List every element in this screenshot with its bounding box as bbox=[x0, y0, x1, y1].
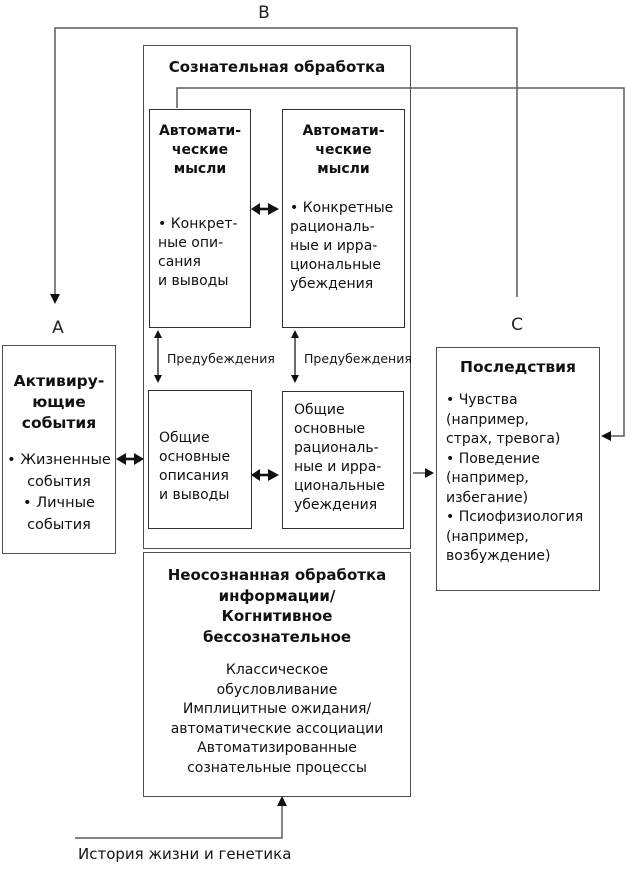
consequences-title: Последствия bbox=[460, 358, 576, 376]
consequences-items: • Чувства (например, страх, тревога) • П… bbox=[446, 392, 584, 564]
history-to-unconscious-line bbox=[75, 805, 283, 839]
arrow-down-to-a-icon bbox=[50, 294, 60, 304]
automatic-thoughts-right-box: Автомати- ческие мысли • Конкретные раци… bbox=[282, 109, 405, 328]
unconscious-processing-box: Неосознанная обработка информации/ Когни… bbox=[143, 552, 411, 797]
label-a: А bbox=[52, 318, 64, 338]
automatic-thoughts-right-title: Автомати- ческие мысли bbox=[302, 123, 385, 177]
activating-events-title: Активиру- ющие события bbox=[13, 372, 105, 432]
prejudice-label-right: Предубеждения bbox=[304, 351, 412, 366]
general-beliefs-box: Общие основные рациональ- ные и ирра- ци… bbox=[282, 391, 404, 529]
activating-events-box: Активиру- ющие события • Жизненные событ… bbox=[2, 345, 116, 554]
arrow-left-into-consequences-icon bbox=[601, 431, 611, 441]
activating-events-items: • Жизненные события • Личные события bbox=[7, 452, 111, 533]
arrow-right-into-consequences-icon bbox=[425, 468, 434, 478]
automatic-thoughts-left-title: Автомати- ческие мысли bbox=[158, 123, 242, 177]
prejudice-label-left: Предубеждения bbox=[167, 351, 275, 366]
conscious-processing-title: Сознательная обработка bbox=[168, 58, 386, 76]
general-descriptions-text: Общие основные описания и выводы bbox=[159, 430, 231, 503]
label-b: В bbox=[258, 3, 270, 23]
automatic-thoughts-right-items: • Конкретные рациональ- ные и ирра- цион… bbox=[290, 200, 394, 292]
general-beliefs-text: Общие основные рациональ- ные и ирра- ци… bbox=[294, 402, 385, 513]
unconscious-processing-title: Неосознанная обработка информации/ Когни… bbox=[167, 566, 387, 646]
unconscious-processing-items: Классическое обусловливание Имплицитные … bbox=[170, 662, 384, 776]
label-c: С bbox=[511, 315, 523, 335]
arrow-up-into-unconscious-icon bbox=[277, 796, 287, 806]
automatic-thoughts-left-box: Автомати- ческие мысли • Конкрет- ные оп… bbox=[149, 109, 251, 328]
consequences-box: Последствия • Чувства (например, страх, … bbox=[436, 347, 600, 591]
history-genetics-label: История жизни и генетика bbox=[78, 845, 292, 863]
a-conscious-left-arrowhead-icon bbox=[116, 453, 126, 465]
general-descriptions-box: Общие основные описания и выводы bbox=[148, 390, 252, 529]
automatic-thoughts-left-items: • Конкрет- ные опи- сания и выводы bbox=[158, 216, 238, 289]
conscious-processing-box: Сознательная обработка Автомати- ческие … bbox=[143, 45, 412, 549]
